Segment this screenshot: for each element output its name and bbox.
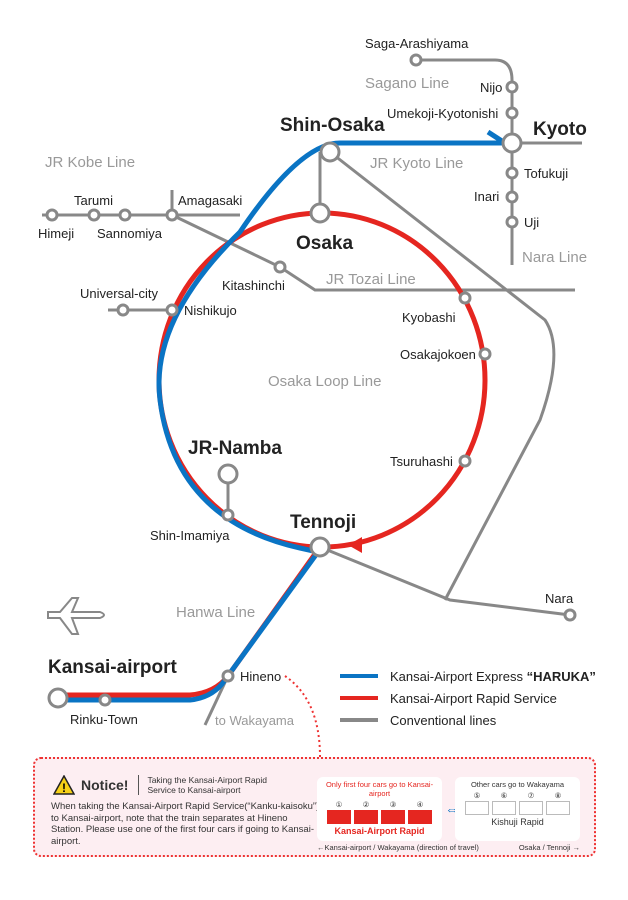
- station-osaka: Osaka: [296, 233, 353, 254]
- legend-rapid: Kansai-Airport Rapid Service: [390, 691, 557, 706]
- station-sannomiya: Sannomiya: [97, 226, 163, 241]
- line-loop: Osaka Loop Line: [268, 373, 381, 390]
- line-tozai: JR Tozai Line: [326, 271, 416, 288]
- legend-conventional: Conventional lines: [390, 713, 497, 728]
- car-number: ③: [389, 800, 397, 809]
- line-nara: Nara Line: [522, 249, 587, 266]
- direction-left: ←Kansai-airport / Wakayama (direction of…: [317, 843, 479, 852]
- rear-cars: Other cars go to Wakayama ⑤ ⑥ ⑦ ⑧ Kishuji R…: [455, 777, 580, 841]
- car: [381, 810, 405, 824]
- notice-title: Notice!: [81, 777, 129, 793]
- front-cars: Only first four cars go to Kansai-airpor…: [317, 777, 442, 841]
- station-jr-namba: JR-Namba: [188, 438, 282, 459]
- car-number: ①: [335, 800, 343, 809]
- station-kitashinchi: Kitashinchi: [222, 278, 285, 293]
- station-umekoji: Umekoji-Kyotonishi: [387, 106, 498, 121]
- station-uji: Uji: [524, 215, 539, 230]
- station-labels: Saga-Arashiyama Nijo Umekoji-Kyotonishi …: [38, 36, 587, 728]
- haruka-line: [58, 140, 505, 703]
- airplane-icon: [47, 597, 105, 635]
- car: [408, 810, 432, 824]
- car-number: ⑦: [527, 791, 535, 800]
- car: [327, 810, 351, 824]
- to-wakayama-label: to Wakayama: [215, 713, 295, 728]
- notice-subtitle: Taking the Kansai-Airport Rapid Service …: [138, 775, 287, 795]
- station-kyoto: Kyoto: [533, 119, 587, 140]
- station-inari: Inari: [474, 189, 499, 204]
- station-shin-imamiya: Shin-Imamiya: [150, 528, 230, 543]
- front-name: Kansai-Airport Rapid: [334, 826, 425, 836]
- station-tennoji: Tennoji: [290, 512, 356, 533]
- notice-box: ! Notice! Taking the Kansai-Airport Rapi…: [33, 757, 596, 857]
- conventional-lines: [42, 58, 582, 726]
- station-nijo: Nijo: [480, 80, 502, 95]
- front-caption: Only first four cars go to Kansai-airpor…: [325, 780, 434, 798]
- car: [519, 801, 543, 815]
- car: [546, 801, 570, 815]
- station-saga-arashiyama: Saga-Arashiyama: [365, 36, 469, 51]
- legend: Kansai-Airport Express “HARUKA” Kansai-A…: [340, 669, 596, 728]
- notice-body: When taking the Kansai-Airport Rapid Ser…: [51, 801, 320, 847]
- car: [492, 801, 516, 815]
- station-himeji: Himeji: [38, 226, 74, 241]
- station-tarumi: Tarumi: [74, 193, 113, 208]
- legend-haruka: Kansai-Airport Express “HARUKA”: [390, 669, 596, 684]
- station-amagasaki: Amagasaki: [178, 193, 242, 208]
- station-kansai-airport: Kansai-airport: [48, 657, 177, 678]
- car: [465, 801, 489, 815]
- car: [354, 810, 378, 824]
- line-kobe: JR Kobe Line: [45, 154, 135, 171]
- station-rinku-town: Rinku-Town: [70, 712, 138, 727]
- svg-text:!: !: [62, 781, 66, 795]
- station-universal-city: Universal-city: [80, 286, 159, 301]
- station-tofukuji: Tofukuji: [524, 166, 568, 181]
- warning-icon: !: [53, 775, 75, 795]
- station-hineno: Hineno: [240, 669, 281, 684]
- car-number: ⑤: [473, 791, 481, 800]
- car-number: ②: [362, 800, 370, 809]
- car-number: ⑥: [500, 791, 508, 800]
- station-nishikujo: Nishikujo: [184, 303, 237, 318]
- station-markers: [45, 53, 577, 709]
- station-shin-osaka: Shin-Osaka: [280, 115, 385, 136]
- station-kyobashi: Kyobashi: [402, 310, 456, 325]
- car-number: ⑧: [554, 791, 562, 800]
- station-nara: Nara: [545, 591, 574, 606]
- rear-caption: Other cars go to Wakayama: [470, 780, 565, 789]
- rear-name: Kishuji Rapid: [491, 817, 544, 827]
- hineno-callout: [284, 675, 321, 758]
- direction-arrow-icon: [348, 537, 362, 553]
- car-number: ④: [416, 800, 424, 809]
- line-hanwa: Hanwa Line: [176, 604, 255, 621]
- station-tsuruhashi: Tsuruhashi: [390, 454, 453, 469]
- station-osakajokoen: Osakajokoen: [400, 347, 476, 362]
- line-kyoto: JR Kyoto Line: [370, 155, 463, 172]
- line-sagano: Sagano Line: [365, 75, 449, 92]
- direction-right: Osaka / Tennoji →: [518, 843, 580, 852]
